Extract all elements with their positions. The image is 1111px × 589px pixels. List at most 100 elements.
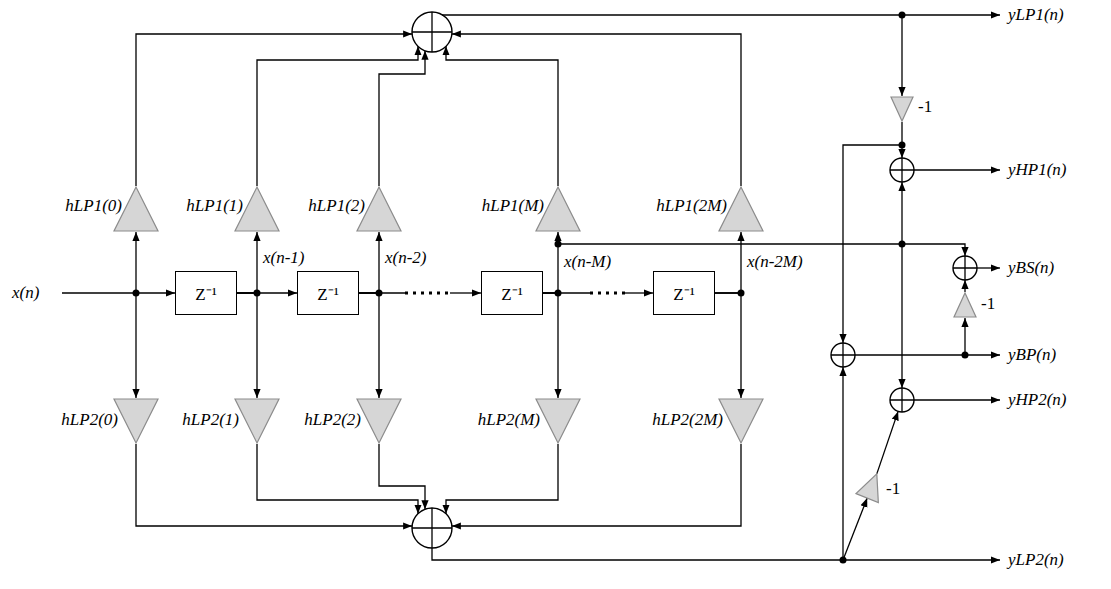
output-wire <box>914 399 1000 400</box>
adder-symbol <box>412 508 452 548</box>
multiplier-node: hLP2(2) <box>356 398 402 444</box>
signal-connector <box>359 293 379 398</box>
coefficient-label: -1 <box>918 98 932 116</box>
coefficient-label: -1 <box>886 480 900 498</box>
multiplier-triangle <box>953 292 977 318</box>
output-wire <box>442 14 1000 15</box>
tap-wire <box>135 232 136 293</box>
signal-wire <box>625 292 653 293</box>
coefficient-label: hLP2(M) <box>478 411 540 429</box>
branch-wire <box>901 182 902 244</box>
multiplier-node: -1 <box>953 292 977 318</box>
continuation-dots <box>405 292 450 295</box>
delay-box: Z⁻¹ <box>653 271 715 315</box>
branch-wire <box>877 411 898 474</box>
coefficient-label: hLP1(2M) <box>656 197 727 215</box>
multiplier-shape <box>719 399 763 443</box>
product-wire <box>136 34 412 186</box>
multiplier-triangle <box>234 398 280 444</box>
product-wire <box>446 46 558 186</box>
output-wire <box>977 267 1000 268</box>
junction-dot <box>899 12 906 19</box>
adder-symbol <box>953 256 977 280</box>
coefficient-label: hLP1(M) <box>482 197 544 215</box>
signal-connector <box>715 232 741 293</box>
product-wire <box>452 34 741 186</box>
coefficient-label: hLP2(2M) <box>652 411 723 429</box>
signal-name: x(n-2M) <box>747 253 803 271</box>
multiplier-node: hLP2(0) <box>113 398 159 444</box>
signal-wire <box>715 293 741 398</box>
output-wire <box>914 169 1000 170</box>
adder-symbol <box>831 343 855 367</box>
signal-name: x(n) <box>12 284 39 302</box>
adder-plus <box>890 388 914 412</box>
adder-plus <box>953 256 977 280</box>
multiplier-triangle <box>718 398 764 444</box>
coefficient-label: hLP2(1) <box>182 411 239 429</box>
product-wire <box>452 444 741 526</box>
multiplier-node: hLP1(2M) <box>718 186 764 232</box>
signal-wire <box>359 232 379 293</box>
output-wire <box>855 354 1000 355</box>
adder-plus <box>412 12 452 52</box>
output-wire <box>432 548 1000 560</box>
multiplier-shape <box>235 399 279 443</box>
multiplier-triangle <box>113 398 159 444</box>
signal-name: yLP2(n) <box>1008 551 1064 569</box>
coefficient-label: hLP1(2) <box>308 197 365 215</box>
branch-wire <box>902 244 965 256</box>
multiplier-shape <box>856 474 878 503</box>
coefficient-label: -1 <box>981 295 995 313</box>
multiplier-triangle <box>535 398 581 444</box>
signal-name: x(n-1) <box>263 249 305 267</box>
delay-label: Z⁻¹ <box>673 282 694 305</box>
multiplier-shape <box>954 293 976 317</box>
junction-dot <box>899 142 906 149</box>
branch-wire <box>901 15 902 96</box>
multiplier-shape <box>357 399 401 443</box>
adder-symbol <box>412 12 452 52</box>
product-wire <box>257 46 418 186</box>
signal-wire <box>543 232 558 293</box>
multiplier-node: hLP2(2M) <box>718 398 764 444</box>
multiplier-shape <box>114 399 158 443</box>
signal-wire <box>450 292 481 293</box>
junction-dot <box>962 352 969 359</box>
junction-dot <box>840 557 847 564</box>
signal-name: yBP(n) <box>1008 346 1056 364</box>
signal-wire <box>237 293 257 398</box>
signal-wire <box>237 232 257 293</box>
product-wire <box>379 51 425 186</box>
multiplier-shape <box>536 399 580 443</box>
signal-name: yHP1(n) <box>1008 161 1067 179</box>
branch-wire <box>964 318 965 355</box>
branch-wire <box>842 367 843 560</box>
delay-box: Z⁻¹ <box>481 271 543 315</box>
signal-connector <box>237 232 257 293</box>
signal-connector <box>543 232 558 293</box>
junction-dot <box>133 290 140 297</box>
coefficient-label: hLP2(0) <box>61 411 118 429</box>
signal-connector <box>237 293 257 398</box>
signal-connector <box>543 293 653 294</box>
adder-plus <box>412 508 452 548</box>
multiplier-node: -1 <box>890 96 914 122</box>
tap-wire <box>135 293 136 398</box>
junction-dot <box>899 241 906 248</box>
signal-connector <box>359 232 379 293</box>
delay-box: Z⁻¹ <box>297 271 359 315</box>
input-wire <box>62 292 175 293</box>
adder-symbol <box>890 388 914 412</box>
continuation-dots <box>590 292 625 295</box>
delay-label: Z⁻¹ <box>195 282 216 305</box>
signal-name: yLP1(n) <box>1008 6 1064 24</box>
adder-symbol <box>890 158 914 182</box>
product-wire <box>136 444 412 526</box>
signal-name: yBS(n) <box>1008 259 1054 277</box>
multiplier-node: -1 <box>856 473 880 503</box>
coefficient-label: hLP1(0) <box>65 197 122 215</box>
delay-label: Z⁻¹ <box>501 282 522 305</box>
multiplier-node: hLP2(1) <box>234 398 280 444</box>
